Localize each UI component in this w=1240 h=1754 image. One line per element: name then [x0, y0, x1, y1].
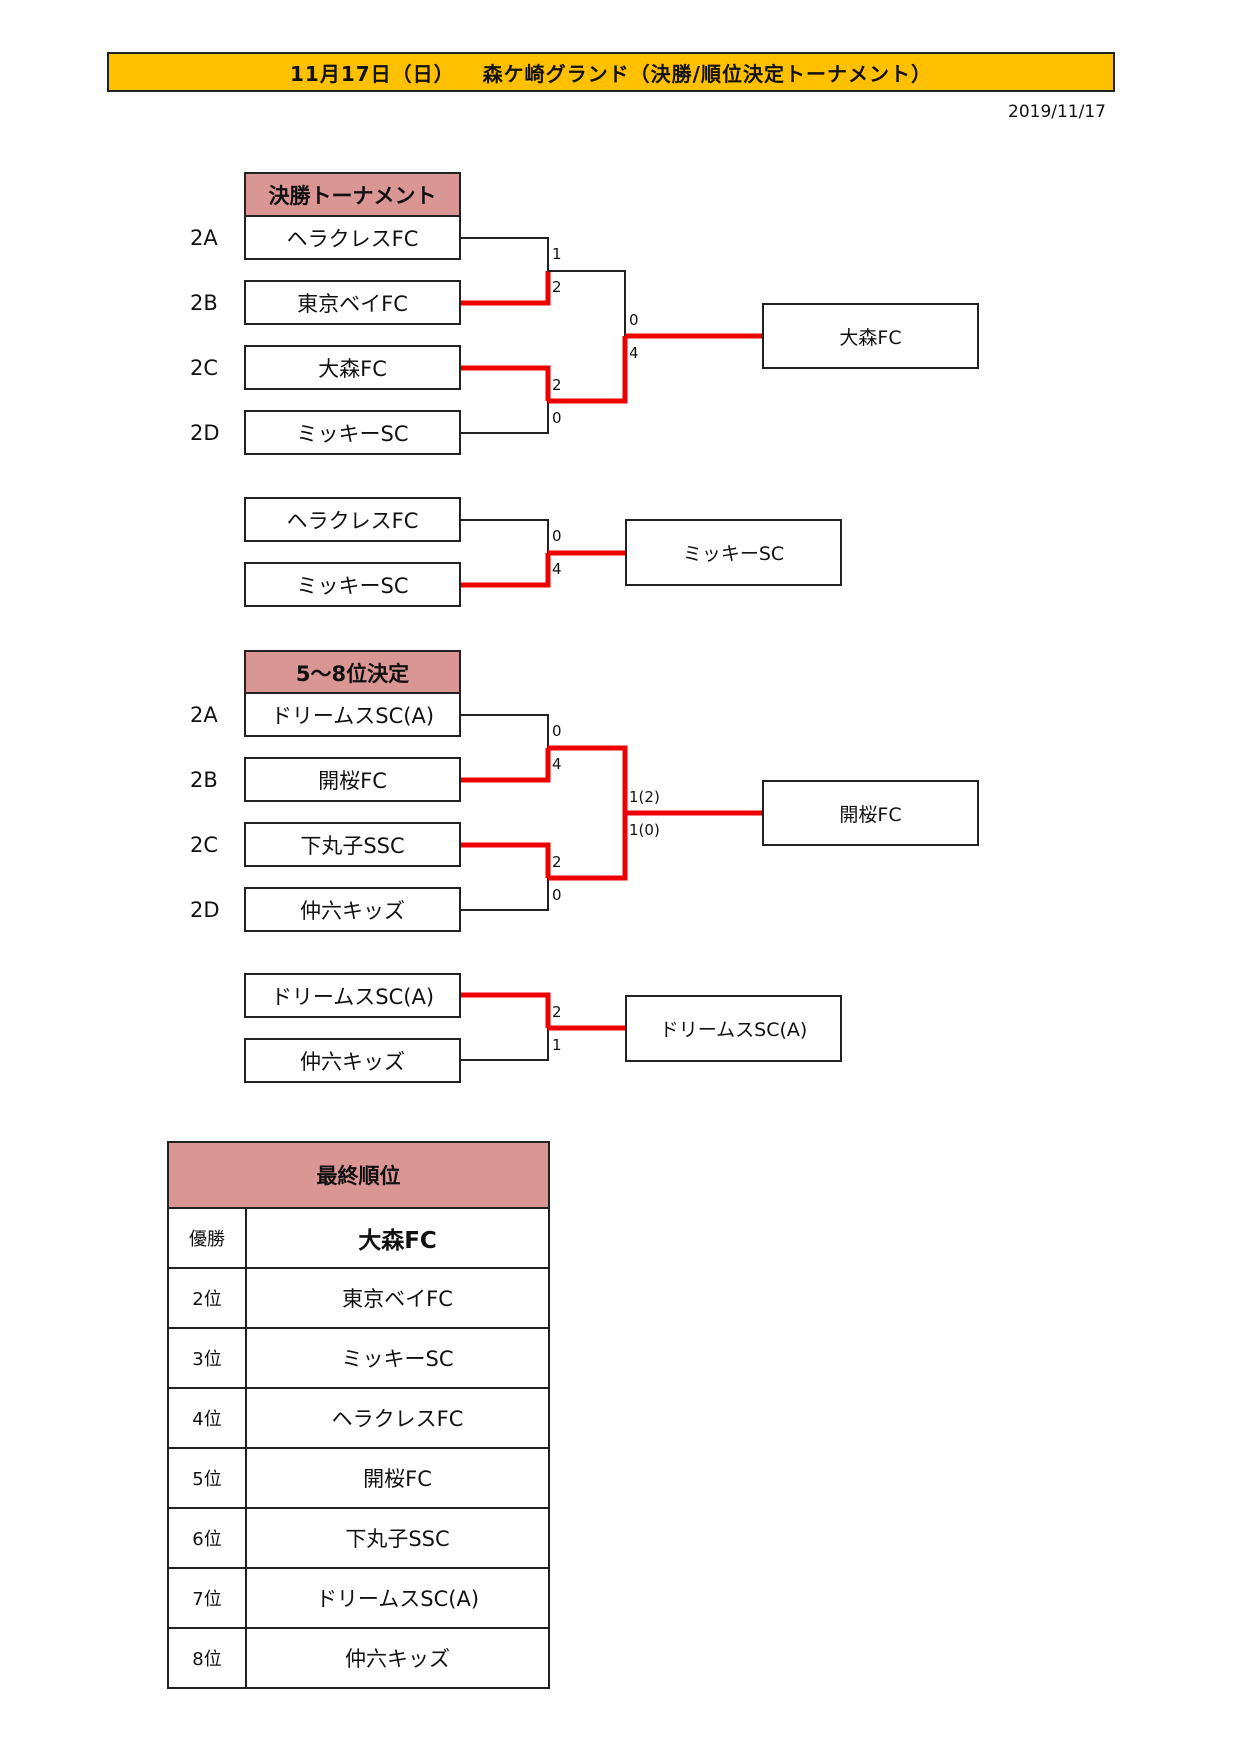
place-line-2a — [461, 714, 549, 748]
final-team-2c: 大森FC — [244, 345, 461, 390]
placement-score-semi2: 1(0) — [629, 821, 660, 839]
placement-score-semi1: 1(2) — [629, 788, 660, 806]
rank-place: 優勝 — [167, 1207, 247, 1269]
final-line-2a — [461, 237, 549, 271]
placement-score-2d: 0 — [552, 886, 562, 904]
rank-team: ドリームスSC(A) — [245, 1567, 550, 1629]
event-venue: 森ケ崎グランド（決勝/順位決定トーナメント） — [482, 61, 932, 86]
placement-score-2a: 0 — [552, 722, 562, 740]
final-seed-2d: 2D — [190, 421, 220, 445]
ranking-row: 6位 下丸子SSC — [167, 1507, 550, 1569]
final-line-2c — [461, 365, 551, 401]
ranking-row: 5位 開桜FC — [167, 1447, 550, 1509]
placement-header: 5～8位決定 — [244, 650, 461, 695]
champion-box: 大森FC — [762, 303, 979, 369]
ranking-row: 3位 ミッキーSC — [167, 1327, 550, 1389]
final-score-2a: 1 — [552, 245, 562, 263]
rank-place: 3位 — [167, 1327, 247, 1389]
third-score-a: 0 — [552, 527, 562, 545]
place-line-2d — [461, 878, 549, 911]
rank-team: 東京ベイFC — [245, 1267, 550, 1329]
ranking-title: 最終順位 — [167, 1141, 550, 1209]
final-team-2d: ミッキーSC — [244, 410, 461, 455]
placement-team-2c: 下丸子SSC — [244, 822, 461, 867]
rank-place: 6位 — [167, 1507, 247, 1569]
place-line-semi2 — [548, 813, 628, 881]
seventh-line-a — [461, 992, 551, 1028]
seventh-score-b: 1 — [552, 1036, 562, 1054]
seventh-team-a: ドリームスSC(A) — [244, 973, 461, 1018]
place-line-2c — [461, 842, 551, 878]
ranking-header-row: 最終順位 — [167, 1141, 550, 1209]
final-line-2d — [461, 401, 549, 434]
final-score-2d: 0 — [552, 409, 562, 427]
final-score-semi2: 4 — [629, 344, 639, 362]
final-score-2c: 2 — [552, 376, 562, 394]
placement-seed-2c: 2C — [190, 833, 219, 857]
final-team-2a: ヘラクレスFC — [244, 215, 461, 260]
rank-place: 5位 — [167, 1447, 247, 1509]
final-score-2b: 2 — [552, 278, 562, 296]
place-line-2b — [461, 748, 551, 783]
third-team-a: ヘラクレスFC — [244, 497, 461, 542]
place-line-semi1 — [548, 745, 628, 813]
seventh-line-b — [461, 1028, 549, 1061]
final-line-semi1 — [548, 270, 626, 336]
rank-place: 7位 — [167, 1567, 247, 1629]
ranking-row: 8位 仲六キッズ — [167, 1627, 550, 1689]
rank-team: ヘラクレスFC — [245, 1387, 550, 1449]
third-winner-box: ミッキーSC — [625, 519, 842, 586]
final-team-2b: 東京ベイFC — [244, 280, 461, 325]
ranking-row: 優勝 大森FC — [167, 1207, 550, 1269]
final-line-semi2 — [548, 336, 628, 404]
placement-team-2b: 開桜FC — [244, 757, 461, 802]
seventh-winner-box: ドリームスSC(A) — [625, 995, 842, 1062]
placement-seed-2d: 2D — [190, 898, 220, 922]
final-score-semi1: 0 — [629, 311, 639, 329]
seventh-score-a: 2 — [552, 1003, 562, 1021]
rank-team: 大森FC — [245, 1207, 550, 1269]
rank-team: 開桜FC — [245, 1447, 550, 1509]
final-header: 決勝トーナメント — [244, 172, 461, 217]
third-team-b: ミッキーSC — [244, 562, 461, 607]
ranking-row: 4位 ヘラクレスFC — [167, 1387, 550, 1449]
rank-place: 2位 — [167, 1267, 247, 1329]
rank-team: ミッキーSC — [245, 1327, 550, 1389]
placement-team-2d: 仲六キッズ — [244, 887, 461, 932]
document-date: 2019/11/17 — [1008, 102, 1106, 122]
placement-team-2a: ドリームスSC(A) — [244, 692, 461, 737]
ranking-row: 7位 ドリームスSC(A) — [167, 1567, 550, 1629]
ranking-table: 最終順位 優勝 大森FC 2位 東京ベイFC 3位 ミッキーSC 4位 ヘラクレ… — [167, 1141, 550, 1689]
title-bar: 11月17日（日） 森ケ崎グランド（決勝/順位決定トーナメント） — [107, 52, 1115, 92]
bracket-lines — [461, 237, 762, 1061]
seventh-team-b: 仲六キッズ — [244, 1038, 461, 1083]
placement-winner-box: 開桜FC — [762, 780, 979, 846]
final-seed-2a: 2A — [190, 226, 218, 250]
third-score-b: 4 — [552, 560, 562, 578]
rank-team: 下丸子SSC — [245, 1507, 550, 1569]
final-seed-2b: 2B — [190, 291, 218, 315]
rank-team: 仲六キッズ — [245, 1627, 550, 1689]
placement-score-2b: 4 — [552, 755, 562, 773]
placement-score-2c: 2 — [552, 853, 562, 871]
third-line-b — [461, 553, 551, 588]
rank-place: 8位 — [167, 1627, 247, 1689]
event-date: 11月17日（日） — [290, 61, 455, 86]
final-seed-2c: 2C — [190, 356, 219, 380]
final-line-2b — [461, 271, 551, 306]
ranking-row: 2位 東京ベイFC — [167, 1267, 550, 1329]
rank-place: 4位 — [167, 1387, 247, 1449]
third-line-a — [461, 519, 549, 553]
placement-seed-2a: 2A — [190, 703, 218, 727]
placement-seed-2b: 2B — [190, 768, 218, 792]
